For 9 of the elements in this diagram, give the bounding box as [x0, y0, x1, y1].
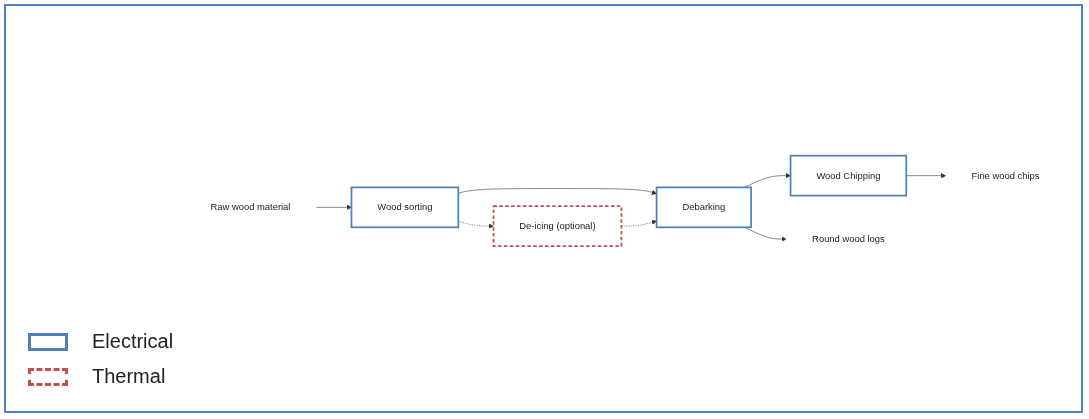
node-text: Round wood logs [812, 233, 885, 244]
node-box: De-icing (optional) [492, 205, 623, 248]
node-text: Raw wood material [210, 202, 291, 213]
node-text: Fine wood chips [971, 170, 1040, 181]
node-box: Debarking [655, 186, 752, 229]
node-box: Wood sorting [350, 186, 460, 229]
node-box: Wood Chipping [789, 154, 908, 197]
legend-label: Electrical [92, 330, 174, 353]
legend-label: Thermal [92, 365, 166, 388]
